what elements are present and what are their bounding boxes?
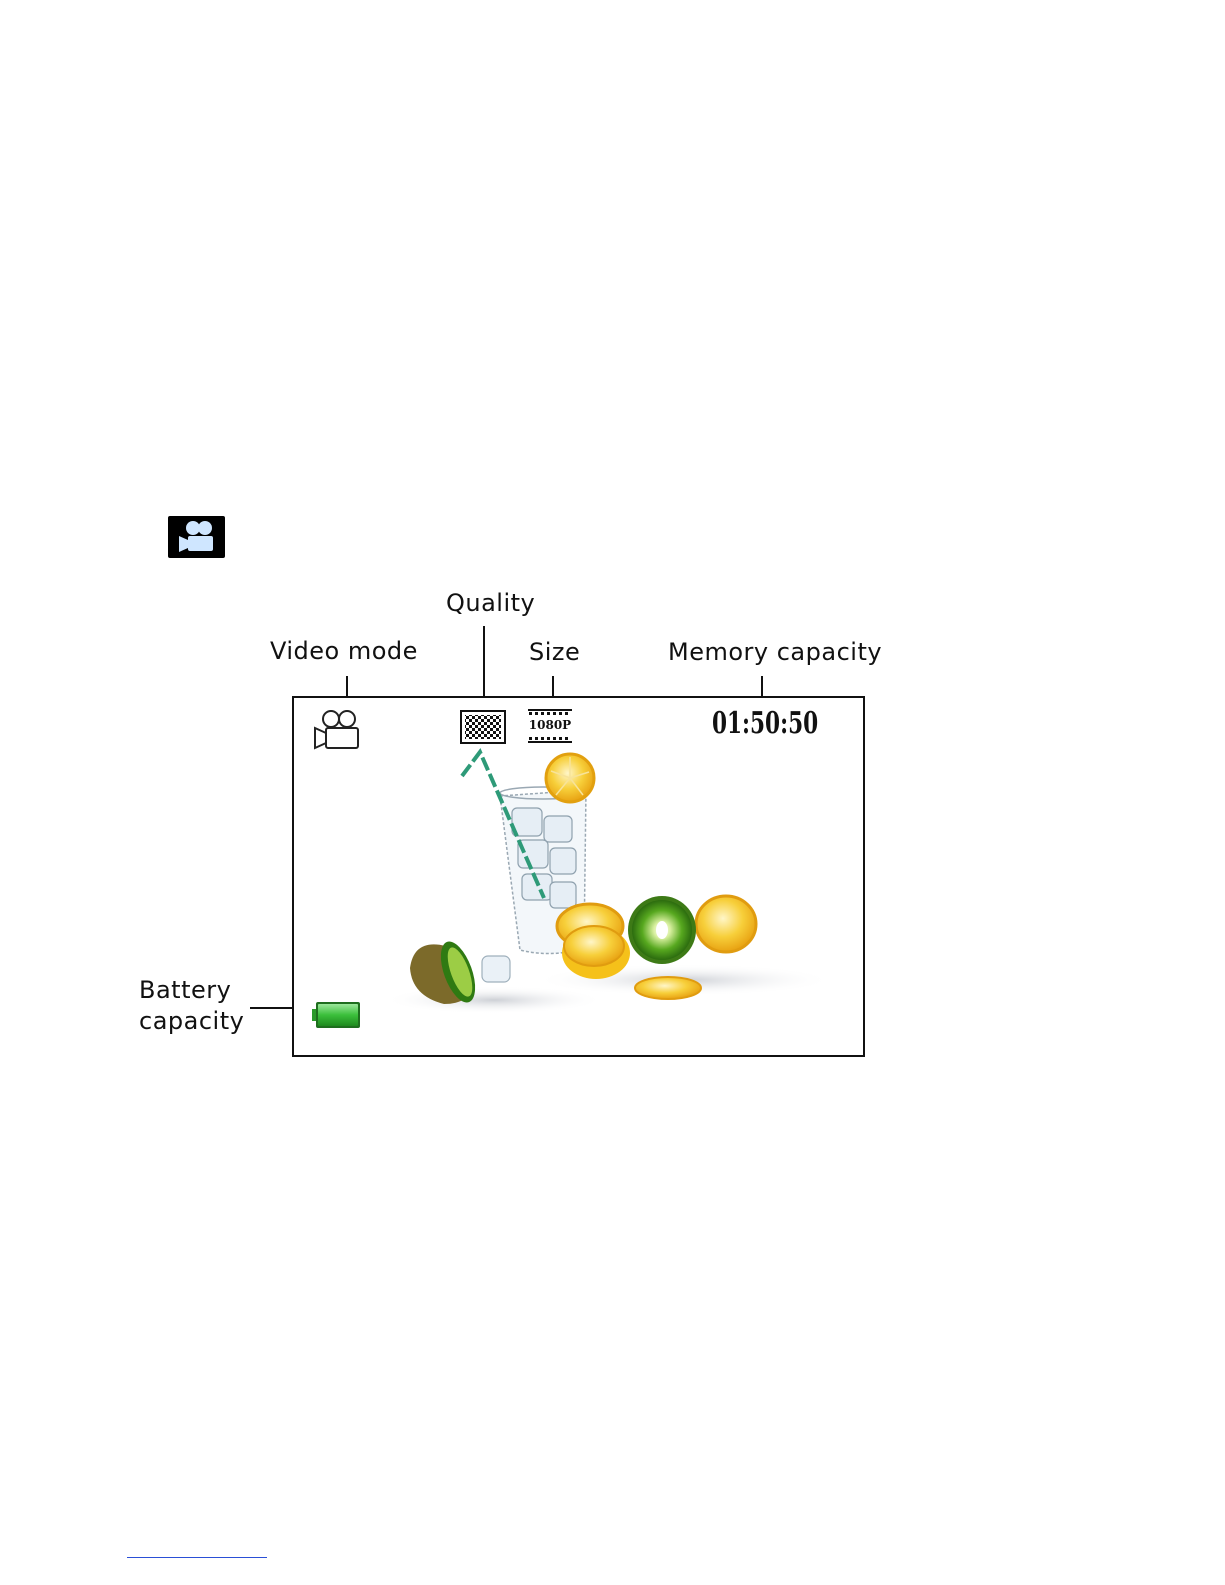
- camera-screen: 1080P 01:50:50: [292, 696, 865, 1057]
- battery-label-line2: capacity: [139, 1006, 244, 1037]
- footer-rule: [127, 1557, 267, 1558]
- video-mode-leader: [346, 676, 348, 696]
- battery-icon: [312, 1000, 362, 1034]
- video-camera-icon: [168, 516, 225, 558]
- memory-capacity-label: Memory capacity: [668, 637, 882, 668]
- kiwi-right: [628, 896, 696, 964]
- scene-image: [294, 698, 863, 1055]
- size-label: Size: [529, 637, 580, 668]
- ice-cube: [482, 956, 510, 982]
- quality-label: Quality: [446, 588, 535, 619]
- quality-leader: [483, 626, 485, 696]
- battery-label-line1: Battery: [139, 975, 231, 1006]
- memory-capacity-leader: [761, 676, 763, 696]
- video-mode-label: Video mode: [270, 636, 418, 667]
- lemon-slice-top: [546, 754, 594, 802]
